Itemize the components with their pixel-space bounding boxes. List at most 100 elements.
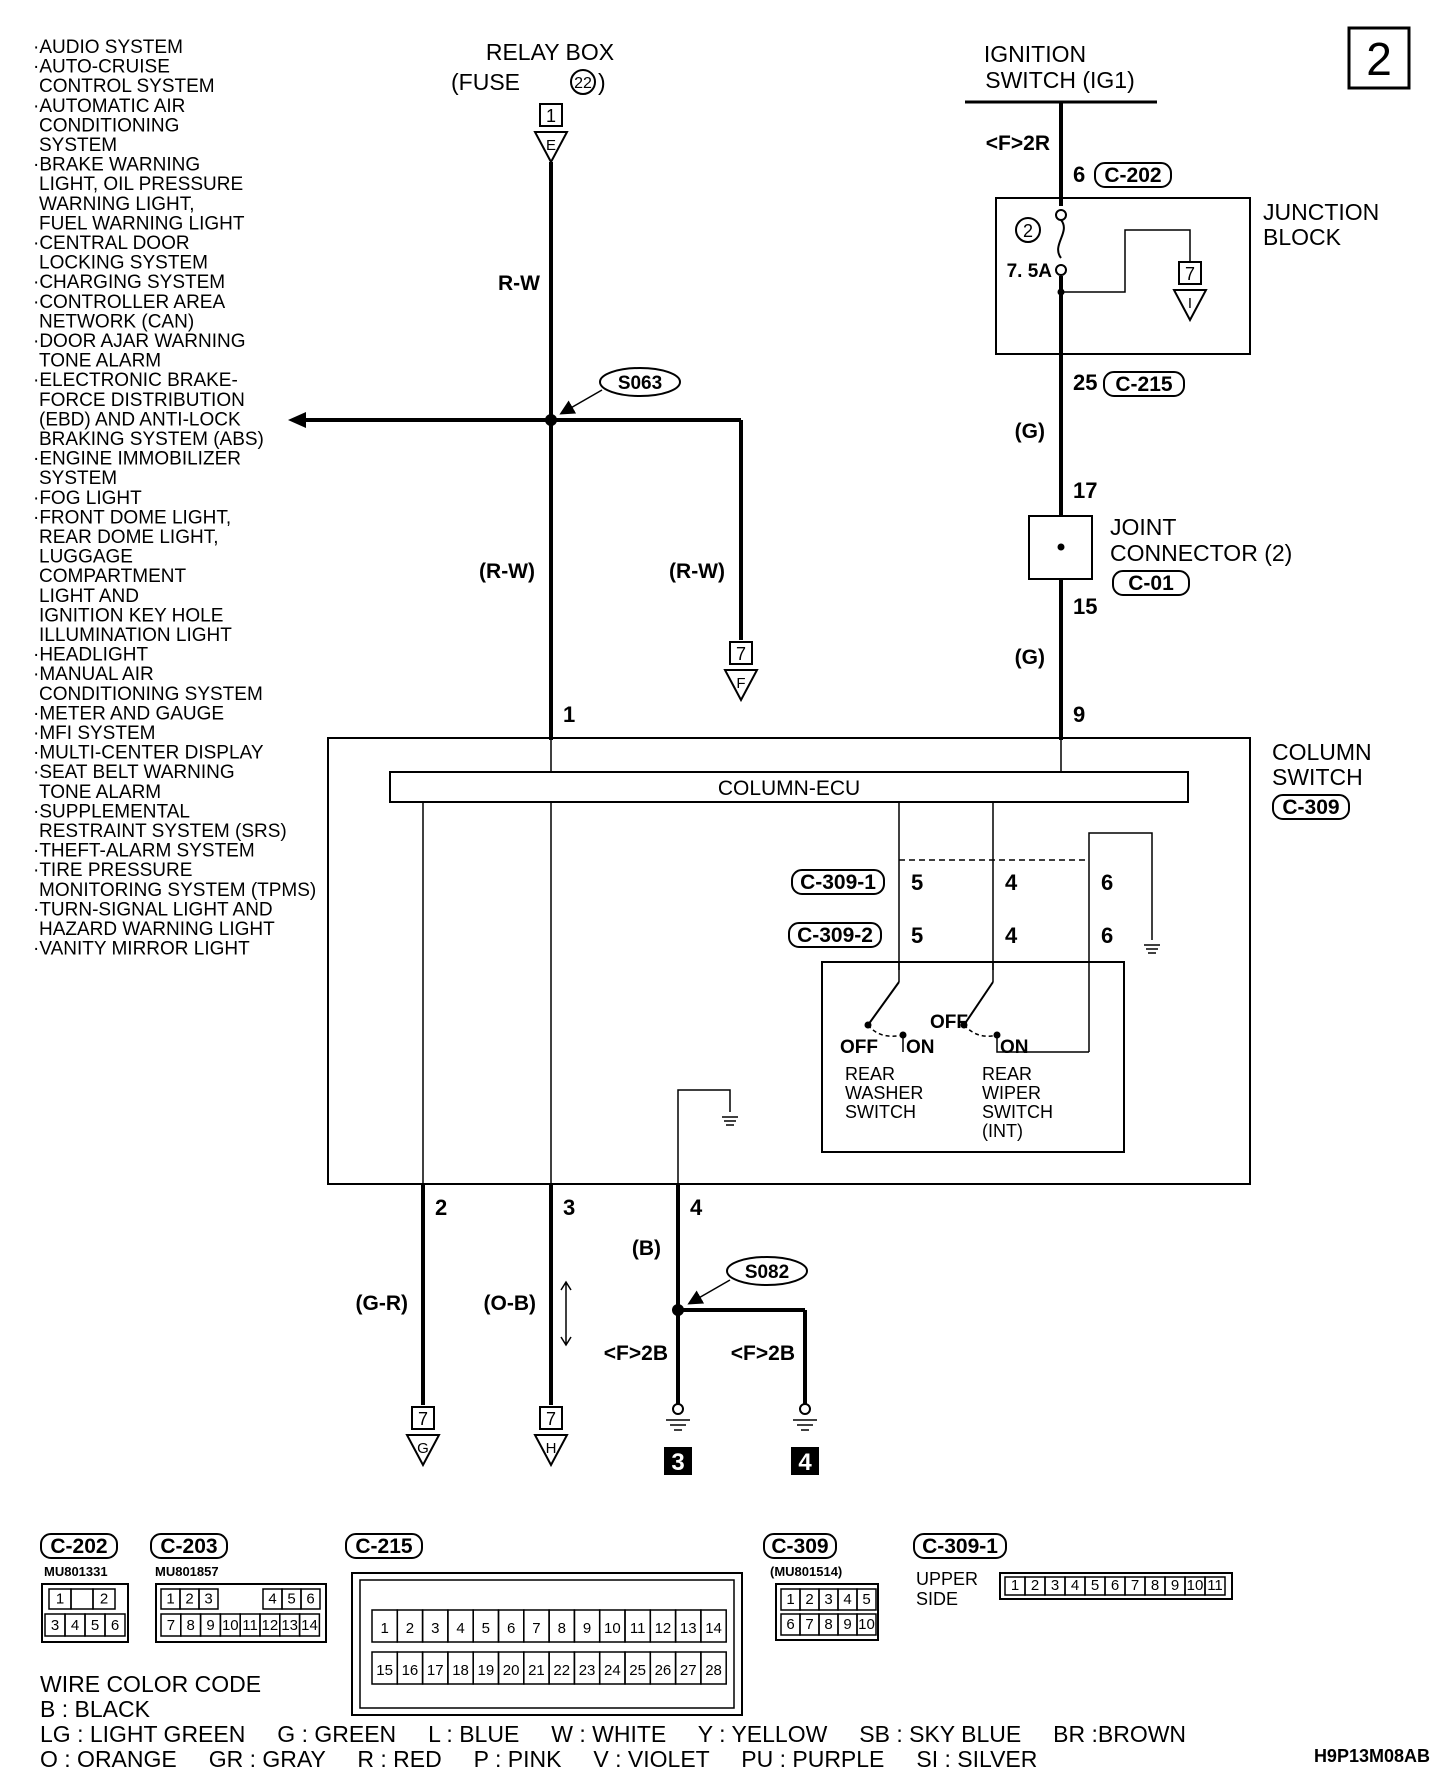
f-ref-letter: F (736, 675, 745, 692)
c3091-face-name: C-309-1 (922, 1535, 998, 1558)
system-item: ·AUTO-CRUISE (33, 57, 170, 78)
c203-face-badge (150, 1533, 228, 1559)
relay-box-fuse-number: 22 (574, 75, 592, 92)
ignition-ref: <F>2R (986, 132, 1050, 155)
column-switch-label-1: COLUMN (1272, 739, 1372, 765)
c215-pin: 4 (456, 1620, 464, 1637)
c202-cell (70, 1588, 94, 1610)
f-ref-box (729, 641, 753, 665)
c202-housing (41, 1583, 129, 1643)
c203-pin: 7 (167, 1617, 175, 1634)
c01-badge-label: C-01 (1128, 572, 1174, 595)
f-ref-number: 7 (736, 644, 746, 664)
wire-color-line-3: O : ORANGE GR : GRAY R : RED P : PINK V … (40, 1746, 1037, 1772)
g-ref-arrow (405, 1434, 441, 1468)
c309-part: (MU801514) (770, 1564, 842, 1579)
system-item: ·BRAKE WARNING (33, 155, 200, 176)
page-number: 2 (1366, 33, 1392, 85)
c3091-face-badge (913, 1533, 1007, 1559)
c203-pin: 12 (262, 1617, 279, 1634)
c215-pin: 8 (558, 1620, 566, 1637)
splice-s063-label: S063 (618, 373, 662, 394)
ground-ref-4: <F>2B (731, 1342, 795, 1365)
system-item: LIGHT AND (39, 586, 139, 607)
c215-badge (1103, 371, 1185, 397)
wire-color-title: WIRE COLOR CODE (40, 1671, 261, 1697)
c203-pin: 13 (281, 1617, 298, 1634)
system-item: FORCE DISTRIBUTION (39, 390, 245, 411)
c215-pin: 22 (553, 1662, 570, 1679)
c01-badge (1112, 570, 1190, 596)
ground-3-badge (664, 1447, 692, 1475)
c203-pin: 1 (166, 1590, 174, 1607)
c215-pin: 16 (402, 1662, 419, 1679)
ground-4-badge (791, 1447, 819, 1475)
c203-pin: 4 (268, 1590, 276, 1607)
wire-color-line-2: LG : LIGHT GREEN G : GREEN L : BLUE W : … (40, 1721, 1186, 1747)
h-ref-number: 7 (546, 1409, 556, 1429)
c215-pin: 27 (680, 1662, 697, 1679)
c202-cell (104, 1613, 126, 1637)
c203-pin: 3 (204, 1590, 212, 1607)
jb-label-2: BLOCK (1263, 224, 1342, 250)
system-item: ·CONTROLLER AREA (33, 292, 225, 313)
relay-box-fuse-suffix: ) (598, 69, 606, 95)
system-item: ·TIRE PRESSURE (33, 860, 192, 881)
c309-housing (775, 1583, 879, 1641)
c3091-pin: 7 (1131, 1577, 1139, 1594)
wire-ob-travel-arrow (560, 1280, 572, 1347)
internal-ground (722, 1116, 738, 1126)
ignition-label-2: SWITCH (IG1) (985, 67, 1135, 93)
ground-3-terminal (672, 1403, 684, 1415)
relay-ref-arrow (533, 131, 569, 165)
c309-badge-label: C-309 (1282, 796, 1339, 819)
c3091-pin: 6 (1111, 1577, 1119, 1594)
system-item: LOCKING SYSTEM (39, 253, 208, 274)
c309-cell (856, 1613, 877, 1636)
system-item: SYSTEM (39, 135, 117, 156)
fuse-circle (570, 69, 596, 95)
c215-pin: 10 (604, 1620, 621, 1637)
system-item: ·SUPPLEMENTAL (33, 801, 190, 822)
washer-label-3: SWITCH (845, 1102, 916, 1122)
ground-ref-3: <F>2B (604, 1342, 668, 1365)
g-ref-letter: G (417, 1440, 429, 1457)
c215-pin: 1 (380, 1620, 388, 1637)
c3091-pin: 11 (1207, 1577, 1223, 1594)
c3091-cell (1204, 1576, 1226, 1596)
washer-label-2: WASHER (845, 1083, 923, 1103)
relay-ref-box (539, 103, 563, 127)
system-item: ·ENGINE IMMOBILIZER (33, 449, 241, 470)
c3091-pin-6: 6 (1101, 870, 1113, 895)
c3092-badge (788, 922, 882, 948)
wire-ob-label: (O-B) (484, 1292, 536, 1315)
system-item: ·FRONT DOME LIGHT, (33, 507, 231, 528)
c215-pin: 6 (507, 1620, 515, 1637)
fuse-bottom-terminal (1055, 264, 1067, 276)
c202-part: MU801331 (44, 1564, 108, 1579)
system-item: ILLUMINATION LIGHT (39, 625, 232, 646)
rear-switch-box (821, 961, 1125, 1153)
wire-color-line-1: B : BLACK (40, 1696, 151, 1722)
c203-cell (198, 1588, 219, 1610)
c215-pin: 9 (583, 1620, 591, 1637)
system-item: ·FOG LIGHT (33, 488, 142, 509)
c215-face-badge (345, 1533, 423, 1559)
c215-pin: 3 (431, 1620, 439, 1637)
c215-badge-label: C-215 (1115, 373, 1173, 396)
jb-out-pin: 25 (1073, 370, 1097, 395)
pin-2: 2 (435, 1195, 447, 1220)
system-item: FUEL WARNING LIGHT (39, 213, 245, 234)
c215-pin: 24 (604, 1662, 621, 1679)
jb-internal-wire (1061, 229, 1191, 293)
washer-link (867, 1024, 904, 1037)
c215-pin: 26 (655, 1662, 672, 1679)
c3092-pin-5: 5 (911, 923, 923, 948)
c3091-side-2: SIDE (916, 1589, 958, 1609)
c215-pin: 7 (532, 1620, 540, 1637)
wiper-label-4: (INT) (982, 1121, 1023, 1141)
c309-cell (856, 1588, 877, 1611)
system-item: TONE ALARM (39, 351, 161, 372)
system-item: ·CENTRAL DOOR (33, 233, 190, 254)
